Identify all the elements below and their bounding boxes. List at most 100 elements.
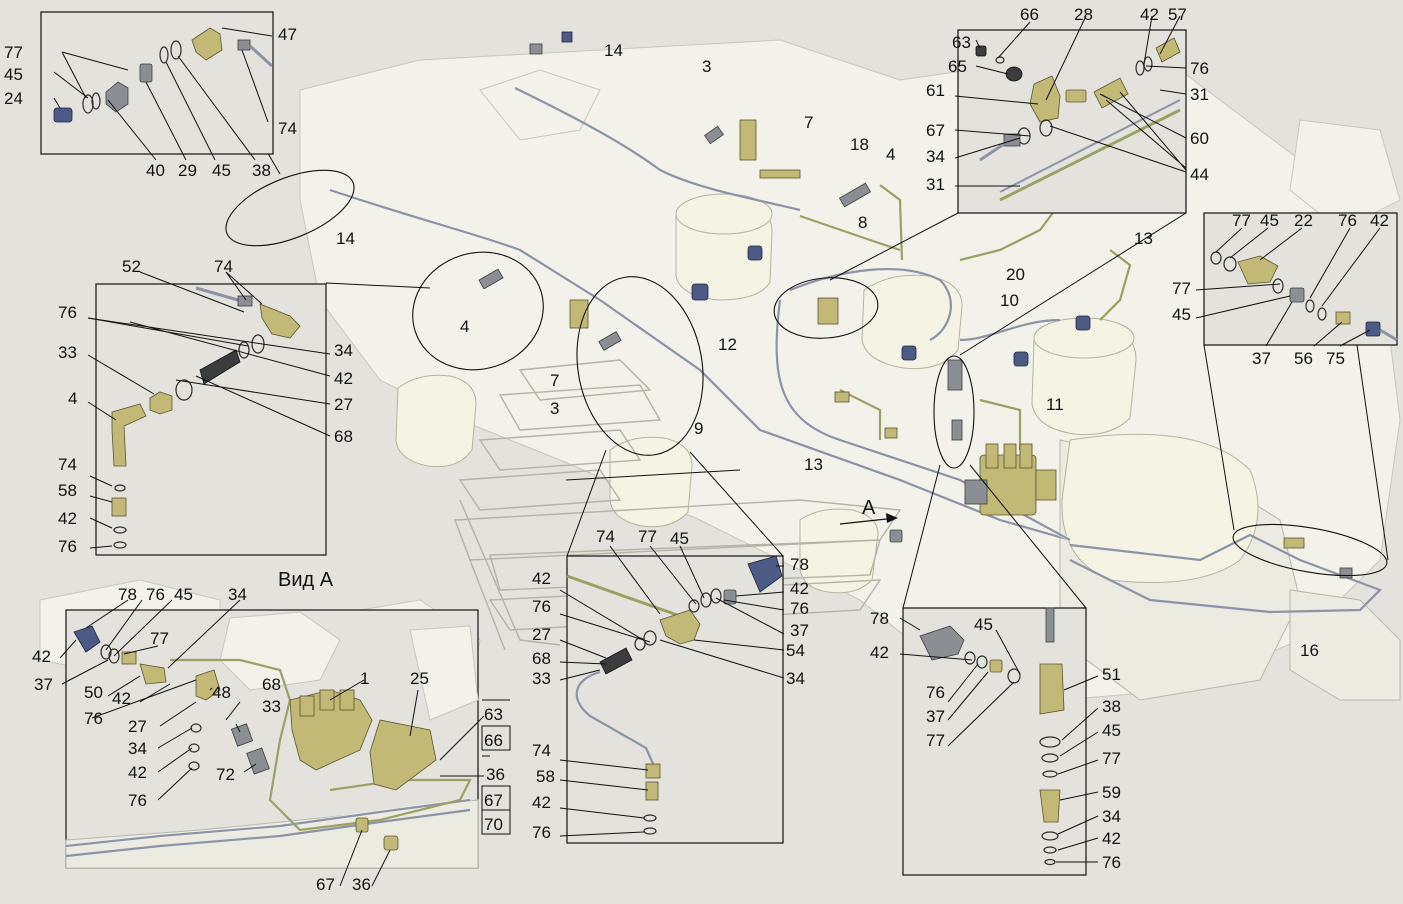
callout-label: 16	[1300, 641, 1319, 660]
callout-label: 76	[1190, 59, 1209, 78]
inset-bottom-right	[899, 607, 1099, 876]
inset-bottom-left	[59, 599, 510, 887]
callout-label: 68	[532, 649, 551, 668]
callout-label: 74	[596, 527, 615, 546]
callout-label: 42	[532, 569, 551, 588]
callout-label: 34	[1102, 807, 1121, 826]
callout-label: 47	[278, 25, 297, 44]
callout-label: 36	[352, 875, 371, 894]
callout-label: 34	[334, 341, 353, 360]
callout-label: 78	[790, 555, 809, 574]
callout-label: 48	[212, 683, 231, 702]
inset-connectors	[265, 149, 1389, 609]
callout-label: 7	[804, 113, 813, 132]
callout-label: 72	[216, 765, 235, 784]
callout-label: 4	[460, 317, 469, 336]
view-title: Вид А	[278, 569, 334, 591]
callout-label: 40	[146, 161, 165, 180]
callout-label: 22	[1294, 211, 1313, 230]
callout-label: 37	[1252, 349, 1271, 368]
callout-label: 76	[146, 585, 165, 604]
callout-label: 45	[670, 529, 689, 548]
callout-label: 76	[1338, 211, 1357, 230]
callout-label: 76	[926, 683, 945, 702]
callout-label: 33	[262, 697, 281, 716]
callout-label: 24	[4, 89, 23, 108]
callout-label: 76	[532, 823, 551, 842]
callout-label: 50	[84, 683, 103, 702]
callout-label: 67	[926, 121, 945, 140]
inset-mid-left	[87, 271, 331, 556]
callout-label: 77	[1102, 749, 1121, 768]
callout-label: 13	[1134, 229, 1153, 248]
callout-label: 42	[112, 689, 131, 708]
callout-label: 76	[58, 303, 77, 322]
callout-label: 29	[178, 161, 197, 180]
callout-label: 27	[532, 625, 551, 644]
callout-label: 37	[926, 707, 945, 726]
callout-label: 77	[638, 527, 657, 546]
callout-label: 36	[486, 765, 505, 784]
callout-label: 57	[1168, 5, 1187, 24]
callout-label: 27	[334, 395, 353, 414]
callout-label: 33	[58, 343, 77, 362]
callout-label: 77	[1232, 211, 1251, 230]
callout-label: 68	[334, 427, 353, 446]
callout-label: 42	[1140, 5, 1159, 24]
callout-label: 76	[1102, 853, 1121, 872]
callout-label: 12	[718, 335, 737, 354]
callout-label: 37	[790, 621, 809, 640]
callout-label: 66	[484, 731, 503, 750]
callout-label: 42	[334, 369, 353, 388]
callout-label: 63	[484, 705, 503, 724]
callout-label: 45	[1172, 305, 1191, 324]
callout-label: 67	[316, 875, 335, 894]
callout-label: 42	[128, 763, 147, 782]
callout-label: 28	[1074, 5, 1093, 24]
labels: 77 45 24 40 29 45 38 47 74 52 74 76 33 4…	[4, 5, 1389, 894]
callout-label: 42	[32, 647, 51, 666]
callout-label: 45	[1260, 211, 1279, 230]
callout-label: 37	[34, 675, 53, 694]
callout-label: 61	[926, 81, 945, 100]
callout-label: 66	[1020, 5, 1039, 24]
callout-label: 77	[4, 43, 23, 62]
callout-label: 38	[1102, 697, 1121, 716]
callout-label: 76	[128, 791, 147, 810]
callout-label: 75	[1326, 349, 1345, 368]
callout-label: 52	[122, 257, 141, 276]
callout-label: 76	[532, 597, 551, 616]
callout-label: 34	[128, 739, 147, 758]
callout-label: 42	[790, 579, 809, 598]
callout-label: 67	[484, 791, 503, 810]
view-a-arrow: A	[839, 497, 898, 525]
callout-label: 77	[150, 629, 169, 648]
callout-label: 4	[68, 389, 77, 408]
callout-label: 45	[4, 65, 23, 84]
callout-label: 7	[550, 371, 559, 390]
valve-block-main	[964, 443, 1057, 516]
callout-label: 13	[804, 455, 823, 474]
callout-label: 68	[262, 675, 281, 694]
callout-label: 45	[212, 161, 231, 180]
inset-top-right	[954, 15, 1187, 214]
callout-label: 58	[58, 481, 77, 500]
callout-label: 42	[870, 643, 889, 662]
callout-label: 77	[926, 731, 945, 750]
callout-label: 44	[1190, 165, 1209, 184]
callout-label: 3	[550, 399, 559, 418]
callout-label: 34	[926, 147, 945, 166]
callout-label: 14	[336, 229, 355, 248]
callout-label: 25	[410, 669, 429, 688]
callout-label: 34	[786, 669, 805, 688]
callout-label: 45	[1102, 721, 1121, 740]
callout-label: 10	[1000, 291, 1019, 310]
brake-chambers	[395, 193, 1259, 594]
callout-label: 74	[532, 741, 551, 760]
detail-ellipses	[225, 169, 1388, 577]
callout-label: 74	[214, 257, 233, 276]
callout-label: 42	[1370, 211, 1389, 230]
callout-label: 54	[786, 641, 805, 660]
callout-label: 8	[858, 213, 867, 232]
